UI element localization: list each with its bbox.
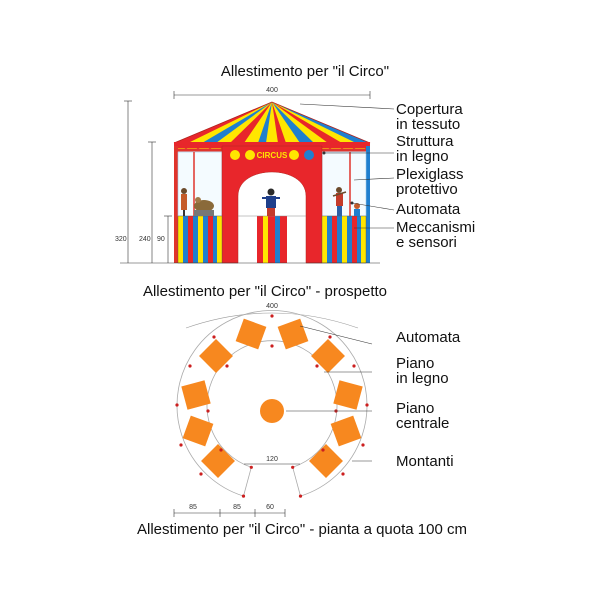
facade-decoration-circle <box>245 150 255 160</box>
plan-dim-60: 60 <box>266 504 274 511</box>
plan-label-piano-centrale-line1: Piano <box>396 400 434 417</box>
wooden-panels <box>181 318 363 478</box>
label-plexiglass-line2: protettivo <box>396 181 458 198</box>
automata-figure-right <box>332 187 360 216</box>
label-meccanismi-line1: Meccanismi <box>396 219 475 236</box>
panel <box>201 444 235 478</box>
plan-label-montanti: Montanti <box>396 453 454 470</box>
panel <box>199 339 233 373</box>
plan-inner-dimension: 120 <box>244 456 300 465</box>
panel <box>311 339 345 373</box>
plan-label-piano-legno-line2: in legno <box>396 370 449 387</box>
left-base <box>177 215 223 264</box>
panel <box>333 380 363 410</box>
plan-label-piano-legno-line1: Piano <box>396 355 434 372</box>
elevation-height-dimensions: 320 240 90 <box>115 100 172 263</box>
plan-caption: Allestimento per "il Circo" - pianta a q… <box>137 521 467 538</box>
panel <box>330 415 362 447</box>
automata-figures <box>181 187 360 216</box>
right-base <box>321 215 367 264</box>
facade-decoration-circle <box>289 150 299 160</box>
plan-drawing: 400 <box>137 303 467 538</box>
outer-arc <box>176 310 368 497</box>
central-platform <box>260 399 284 423</box>
panel <box>182 415 214 447</box>
facade-decoration-circle <box>304 150 314 160</box>
plan-width-dimension-arc <box>185 312 359 329</box>
central-facade: CIRCUS <box>221 145 323 264</box>
elevation-drawing: Allestimento per "il Circo" 400 320 240 … <box>115 63 475 300</box>
facade-decoration-circle <box>230 150 240 160</box>
elevation-width-value: 400 <box>266 87 278 94</box>
elevation-leaders <box>299 103 395 229</box>
tent-roof <box>173 101 371 151</box>
posts <box>175 314 369 498</box>
central-podium <box>238 215 306 263</box>
panel <box>181 380 211 410</box>
height-dim-240: 240 <box>139 236 151 243</box>
label-copertura-line2: in tessuto <box>396 116 460 133</box>
panel <box>235 318 267 350</box>
elevation-title: Allestimento per "il Circo" <box>221 63 389 80</box>
inner-arc <box>206 340 338 468</box>
automata-figure-left <box>181 188 214 216</box>
height-dim-320: 320 <box>115 236 127 243</box>
label-struttura-line1: Struttura <box>396 133 454 150</box>
circus-sign: CIRCUS <box>257 151 288 160</box>
label-plexiglass-line1: Plexiglass <box>396 166 464 183</box>
plan-bottom-dimensions <box>173 509 286 517</box>
plan-leaders <box>286 325 373 462</box>
plan-inner-value: 120 <box>266 456 278 463</box>
panel <box>309 444 343 478</box>
elevation-width-dimension: 400 <box>173 87 371 99</box>
panel <box>277 318 309 350</box>
plan-dim-85a: 85 <box>189 504 197 511</box>
label-copertura-line1: Copertura <box>396 101 463 118</box>
automata-figure-center <box>262 188 280 216</box>
plan-label-piano-centrale-line2: centrale <box>396 415 449 432</box>
label-meccanismi-line2: e sensori <box>396 234 457 251</box>
label-struttura-line2: in legno <box>396 148 449 165</box>
plan-label-automata: Automata <box>396 329 461 346</box>
elevation-caption: Allestimento per "il Circo" - prospetto <box>143 283 387 300</box>
plan-dim-85b: 85 <box>233 504 241 511</box>
height-dim-90: 90 <box>157 236 165 243</box>
label-automata: Automata <box>396 201 461 218</box>
plan-width-value: 400 <box>266 303 278 310</box>
